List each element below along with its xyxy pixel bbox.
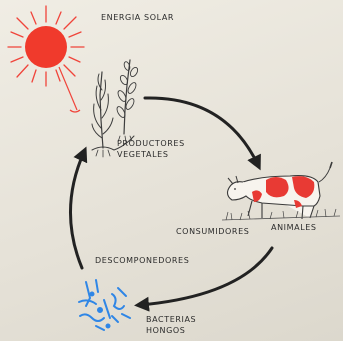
label-consumers: CONSUMIDORES [176,226,249,237]
label-bacteria: BACTERIAS [146,314,196,325]
label-decomposers: DESCOMPONEDORES [95,255,189,266]
microbe-icon [79,280,130,330]
label-animals: ANIMALES [271,222,317,233]
label-producers-line2: VEGETALES [117,149,185,160]
label-solar-energy: ENERGIA SOLAR [101,12,174,23]
label-bacteria-fungi: BACTERIAS HONGOS [146,314,196,336]
label-producers-line1: PRODUCTORES [117,138,185,149]
nutrient-cycle-arrows [70,98,272,305]
arrow-decomposers-to-producers [70,152,84,268]
sun-icon [8,6,84,112]
label-fungi: HONGOS [146,325,196,336]
cow-icon [222,162,340,220]
label-producers: PRODUCTORES VEGETALES [117,138,185,160]
